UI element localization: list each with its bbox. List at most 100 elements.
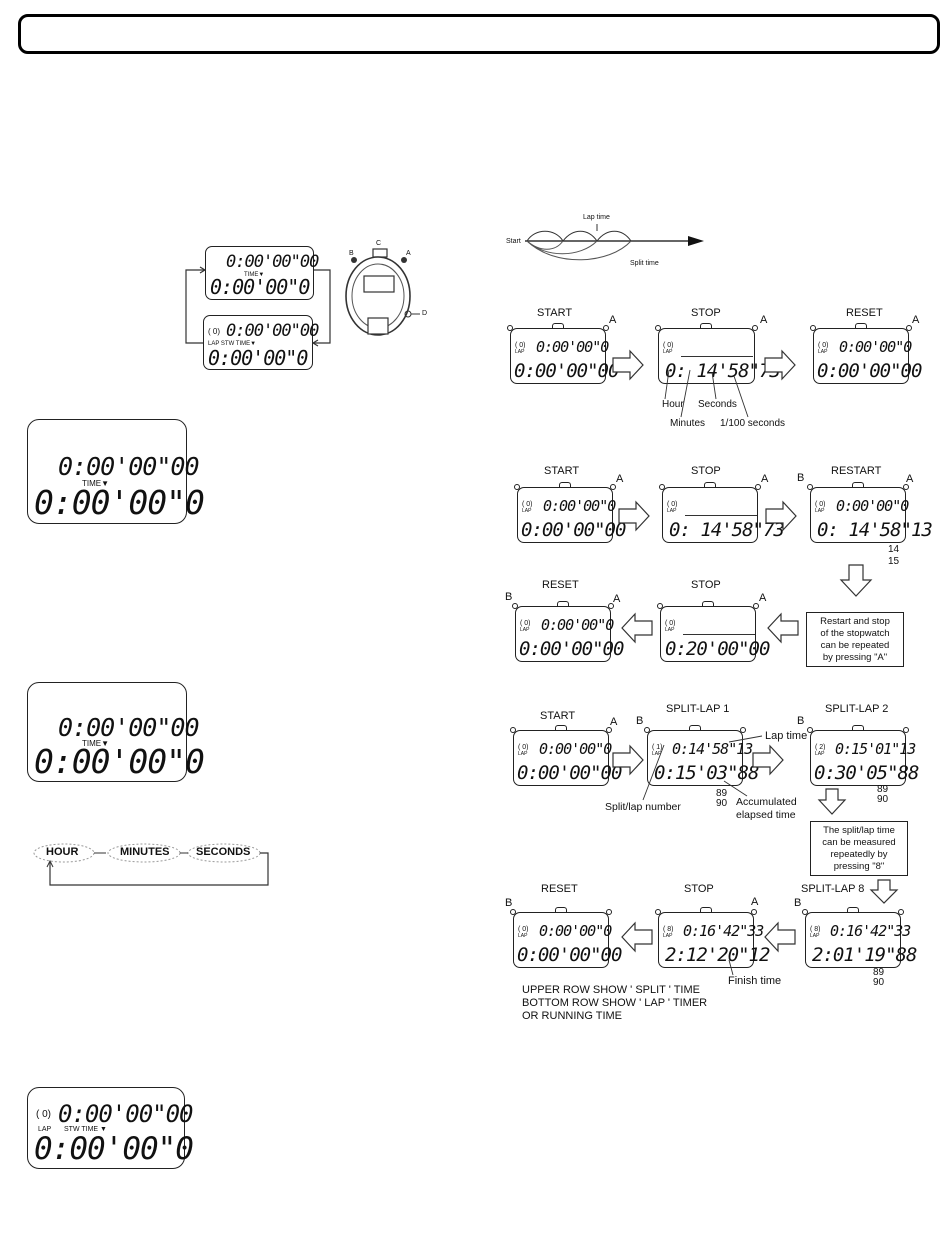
crown-tab bbox=[700, 323, 712, 328]
display-lower: 0:15'03"88 bbox=[654, 762, 759, 784]
lcd-start: ( 0) LAP 0:00'00"0 0:00'00"00 bbox=[513, 730, 622, 786]
lap-time-label: Lap time bbox=[583, 214, 610, 221]
button-b-label: B bbox=[505, 897, 513, 909]
heading-stop: STOP bbox=[691, 465, 721, 477]
lap-label: LAP bbox=[38, 1126, 52, 1133]
button-a-label: A bbox=[406, 250, 411, 257]
lap-number: ( 0) bbox=[518, 926, 529, 933]
display-upper: 0:00'00"00 bbox=[58, 1100, 193, 1128]
hundredths-label: 1/100 seconds bbox=[720, 418, 786, 429]
caption-line: BOTTOM ROW SHOW ' LAP ' TIMER bbox=[522, 997, 708, 1009]
lap-number: ( 0) bbox=[665, 620, 676, 627]
caption-line: UPPER ROW SHOW ' SPLIT ' TIME bbox=[522, 984, 700, 996]
button-a-label: A bbox=[609, 314, 617, 326]
lcd-stop: ( 0) LAP 0:20'00"00 bbox=[660, 606, 770, 662]
rolling-digit: 14 bbox=[888, 544, 900, 555]
lap-tag: LAP bbox=[663, 933, 673, 939]
lap-number: ( 0) bbox=[818, 342, 829, 349]
accumulated-callout: Accumulated bbox=[736, 796, 797, 808]
button-b bbox=[802, 909, 808, 915]
lap-number: ( 0) bbox=[518, 744, 529, 751]
button-b bbox=[644, 727, 650, 733]
lcd-stop: ( 0) LAP 0: 14'58"73 bbox=[662, 487, 785, 543]
lcd-start: ( 0) LAP 0:00'00"0 0:00'00"00 bbox=[517, 487, 626, 543]
lap-number: ( 0) bbox=[515, 342, 526, 349]
button-a bbox=[903, 484, 909, 490]
button-a-label: A bbox=[912, 314, 920, 326]
button-a-label: A bbox=[761, 473, 769, 485]
display-lower: 0:00'00"00 bbox=[514, 360, 619, 382]
button-b bbox=[659, 484, 665, 490]
set-step-hour: HOUR bbox=[46, 846, 79, 858]
time-display: 0:00'00"00 TIME▼ 0:00'00"0 bbox=[27, 419, 205, 524]
button-a bbox=[755, 484, 761, 490]
display-upper: 0:00'00"00 bbox=[226, 252, 319, 272]
start-label: Start bbox=[506, 238, 521, 245]
button-b-label: B bbox=[794, 897, 802, 909]
hour-label: Hour bbox=[662, 399, 684, 410]
heading-restart: RESTART bbox=[831, 465, 882, 477]
button-b bbox=[657, 603, 663, 609]
display-lower: 0:00'00"0 bbox=[210, 275, 310, 299]
display-lower: 0: 14'58"13 bbox=[817, 519, 933, 541]
rolling-digit: 90 bbox=[873, 977, 885, 988]
button-a bbox=[606, 909, 612, 915]
button-b bbox=[655, 325, 661, 331]
button-a bbox=[610, 484, 616, 490]
lap-tag: LAP bbox=[665, 627, 675, 633]
lap-tag: LAP bbox=[520, 627, 530, 633]
rolling-digit: 90 bbox=[877, 794, 889, 805]
button-a bbox=[740, 727, 746, 733]
lap-tag: LAP bbox=[522, 508, 532, 514]
button-b-label: B bbox=[797, 472, 805, 484]
divider bbox=[681, 356, 753, 357]
lap-tag: LAP bbox=[815, 508, 825, 514]
display-upper: 0:00'00"00 bbox=[226, 321, 319, 341]
lcd-split-lap-2: ( 2) LAP 0:15'01"13 0:30'05"88 bbox=[810, 730, 919, 786]
button-a bbox=[751, 909, 757, 915]
heading-start: START bbox=[544, 465, 580, 477]
display-lower: 0:00'00"00 bbox=[817, 360, 922, 382]
lap-number: ( 1) bbox=[652, 744, 663, 751]
lap-number: ( 0) bbox=[663, 342, 674, 349]
heading-start: START bbox=[537, 307, 573, 319]
button-b bbox=[510, 909, 516, 915]
lcd-reset: ( 0) LAP 0:00'00"0 0:00'00"00 bbox=[813, 328, 922, 384]
lap-number: ( 0) bbox=[667, 501, 678, 508]
crown-tab bbox=[847, 907, 859, 912]
lcd-reset: ( 0) LAP 0:00'00"0 0:00'00"00 bbox=[515, 606, 624, 662]
note-line: by pressing "A" bbox=[822, 652, 888, 663]
note-line: Restart and stop bbox=[820, 616, 890, 627]
split-number-callout: Split/lap number bbox=[605, 801, 681, 813]
display-upper: 0:00'00"0 bbox=[541, 616, 614, 634]
rolling-digit: 89 bbox=[877, 784, 889, 795]
button-a bbox=[753, 603, 759, 609]
split-note: The split/lap time can be measured repea… bbox=[810, 821, 908, 876]
button-a bbox=[903, 727, 909, 733]
heading-split-lap-1: SPLIT-LAP 1 bbox=[666, 703, 730, 715]
mode-indicator: LAP STW TIME▼ bbox=[208, 341, 257, 347]
divider bbox=[683, 634, 755, 635]
note-line: of the stopwatch bbox=[820, 628, 890, 639]
display-lower: 2:12'20"12 bbox=[665, 944, 770, 966]
display-upper: 0:00'00"0 bbox=[539, 740, 612, 758]
divider bbox=[685, 515, 757, 516]
lcd-split-lap-1: ( 1) LAP 0:14'58"13 0:15'03"88 bbox=[647, 730, 759, 786]
mode-display-stopwatch: ( 0) 0:00'00"00 LAP STW TIME▼ 0:00'00"0 bbox=[203, 315, 319, 370]
button-b-label: B bbox=[349, 250, 354, 257]
heading-start: START bbox=[540, 710, 576, 722]
button-b-label: B bbox=[505, 591, 513, 603]
seconds-label: Seconds bbox=[698, 399, 737, 410]
display-upper: 0:00'00"0 bbox=[539, 922, 612, 940]
button-b bbox=[655, 909, 661, 915]
lap-tag: LAP bbox=[518, 933, 528, 939]
display-upper: 0:00'00"00 bbox=[58, 452, 200, 481]
finish-time-callout: Finish time bbox=[728, 975, 782, 987]
button-a-label: A bbox=[760, 314, 768, 326]
lap-tag: LAP bbox=[810, 933, 820, 939]
button-a bbox=[906, 325, 912, 331]
button-a-label: A bbox=[906, 473, 914, 485]
crown-tab bbox=[702, 601, 714, 606]
